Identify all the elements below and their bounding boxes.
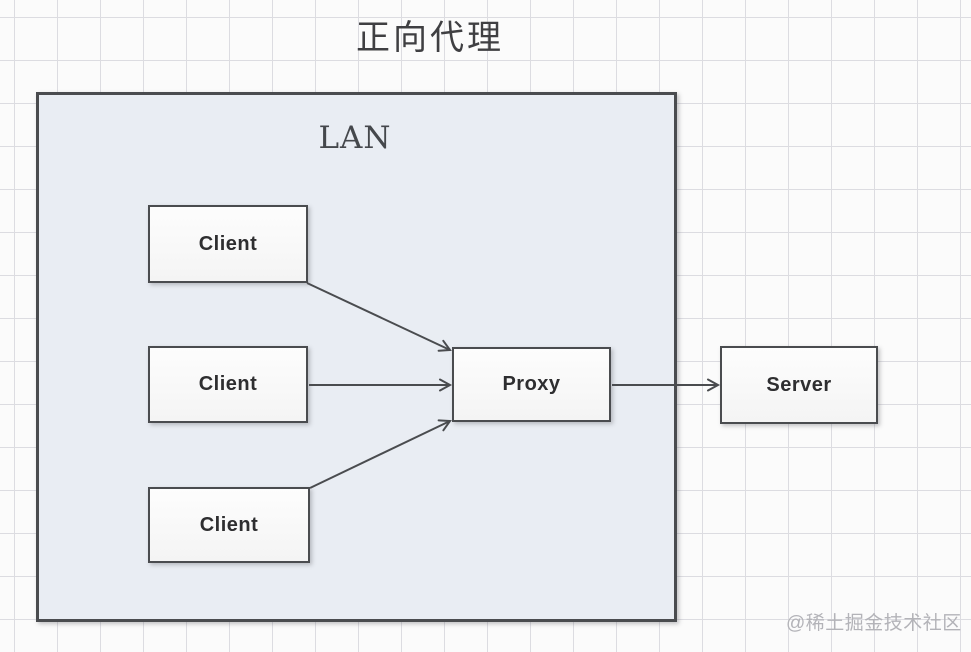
watermark-text: @稀土掘金技术社区 <box>786 613 962 634</box>
node-proxy: Proxy <box>452 347 611 422</box>
node-client-1: Client <box>148 205 308 283</box>
node-client-3: Client <box>148 487 310 563</box>
lan-label: LAN <box>318 120 392 156</box>
diagram-title: 正向代理 <box>356 18 504 58</box>
node-client-2: Client <box>148 346 308 423</box>
node-server: Server <box>720 346 878 424</box>
